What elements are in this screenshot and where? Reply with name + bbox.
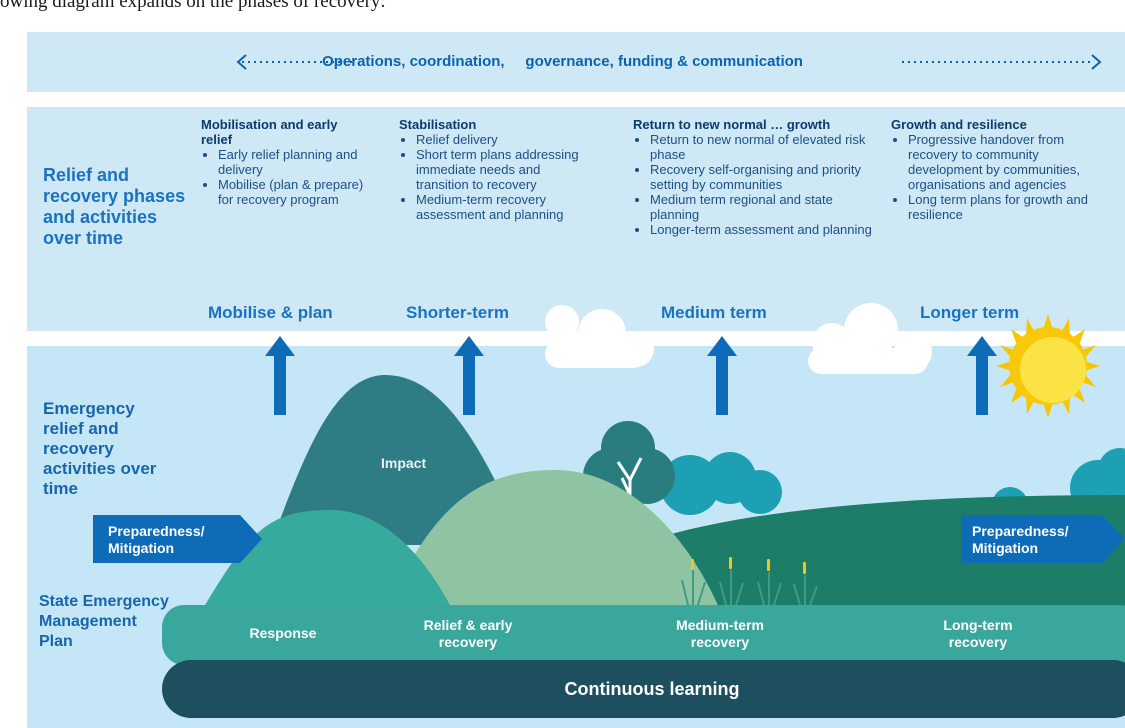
stage-medium-term: Medium term bbox=[661, 303, 767, 322]
phase-item: Longer-term assessment and planning bbox=[650, 222, 873, 237]
sun-icon bbox=[996, 314, 1100, 418]
relief-phases-title: Relief and recovery phases and activitie… bbox=[43, 165, 186, 248]
phase-item: Relief delivery bbox=[416, 132, 589, 147]
phase-item: Progressive handover from recovery to co… bbox=[908, 132, 1116, 192]
phase-item: Mobilise (plan & prepare) for recovery p… bbox=[218, 177, 371, 207]
stage-shorter-term: Shorter-term bbox=[406, 303, 509, 322]
continuous-learning-label: Continuous learning bbox=[564, 679, 740, 699]
up-arrow-icon bbox=[265, 336, 997, 415]
impact-label: Impact bbox=[381, 455, 427, 471]
relief-phases-band bbox=[27, 107, 1125, 331]
phase-return-normal: Return to new normal … growth Return to … bbox=[633, 117, 873, 237]
medium-term-recovery-label: Medium-term recovery bbox=[676, 617, 764, 650]
cloud-icon bbox=[545, 305, 654, 368]
stage-mobilise-plan: Mobilise & plan bbox=[208, 303, 333, 322]
long-term-recovery-label: Long-term recovery bbox=[943, 617, 1013, 650]
cloud-icon bbox=[808, 303, 932, 374]
page-caption: owing diagram expands on the phases of r… bbox=[0, 0, 386, 12]
phase-title: Growth and resilience bbox=[891, 117, 1027, 132]
state-plan-title: State Emergency Management Plan bbox=[39, 593, 169, 650]
phase-mobilisation: Mobilisation and early relief Early reli… bbox=[201, 117, 371, 207]
preparedness-left-label: Preparedness/ Mitigation bbox=[108, 523, 205, 556]
phase-title: Mobilisation and early relief bbox=[201, 117, 338, 147]
phase-stabilisation: Stabilisation Relief delivery Short term… bbox=[399, 117, 589, 222]
relief-early-recovery-label: Relief & early recovery bbox=[423, 617, 513, 650]
phase-item: Medium-term recovery assessment and plan… bbox=[416, 192, 589, 222]
emergency-activities-title: Emergency relief and recovery activities… bbox=[43, 399, 157, 498]
operations-band bbox=[27, 32, 1125, 92]
preparedness-right-label: Preparedness/ Mitigation bbox=[972, 523, 1069, 556]
phase-item: Short term plans addressing immediate ne… bbox=[416, 147, 589, 192]
operations-label: Operations, coordination, governance, fu… bbox=[322, 53, 803, 70]
reed-icon bbox=[681, 570, 818, 606]
stage-longer-term: Longer term bbox=[920, 303, 1020, 322]
phase-title: Stabilisation bbox=[399, 117, 477, 132]
phase-item: Return to new normal of elevated risk ph… bbox=[650, 132, 873, 162]
phase-growth-resilience: Growth and resilience Progressive handov… bbox=[891, 117, 1116, 222]
phase-item: Recovery self-organising and priority se… bbox=[650, 162, 873, 192]
phase-item: Long term plans for growth and resilienc… bbox=[908, 192, 1116, 222]
response-label: Response bbox=[249, 625, 317, 641]
phase-title: Return to new normal … growth bbox=[633, 117, 831, 132]
phase-item: Early relief planning and delivery bbox=[218, 147, 371, 177]
phase-item: Medium term regional and state planning bbox=[650, 192, 873, 222]
